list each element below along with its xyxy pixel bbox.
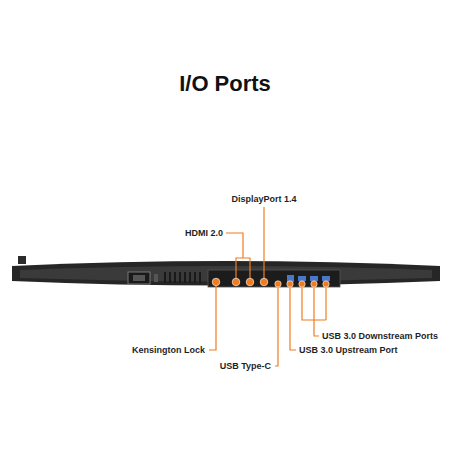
port-label: Kensington Lock — [131, 345, 206, 355]
power-pins — [133, 275, 145, 281]
power-switch — [154, 274, 158, 282]
usb-ports — [287, 275, 330, 282]
port-label: USB Type-C — [219, 361, 272, 371]
leader-lines — [209, 207, 326, 366]
side-button — [18, 256, 26, 264]
vents — [164, 272, 201, 283]
port-markers — [212, 278, 329, 287]
port-panel — [208, 270, 340, 287]
port-label: USB 3.0 Downstream Ports — [321, 331, 439, 341]
title: I/O Ports — [179, 71, 271, 96]
power-connector — [128, 272, 150, 284]
port-label: DisplayPort 1.4 — [230, 194, 297, 204]
port-label: USB 3.0 Upstream Port — [298, 345, 399, 355]
port-label: HDMI 2.0 — [184, 228, 224, 238]
